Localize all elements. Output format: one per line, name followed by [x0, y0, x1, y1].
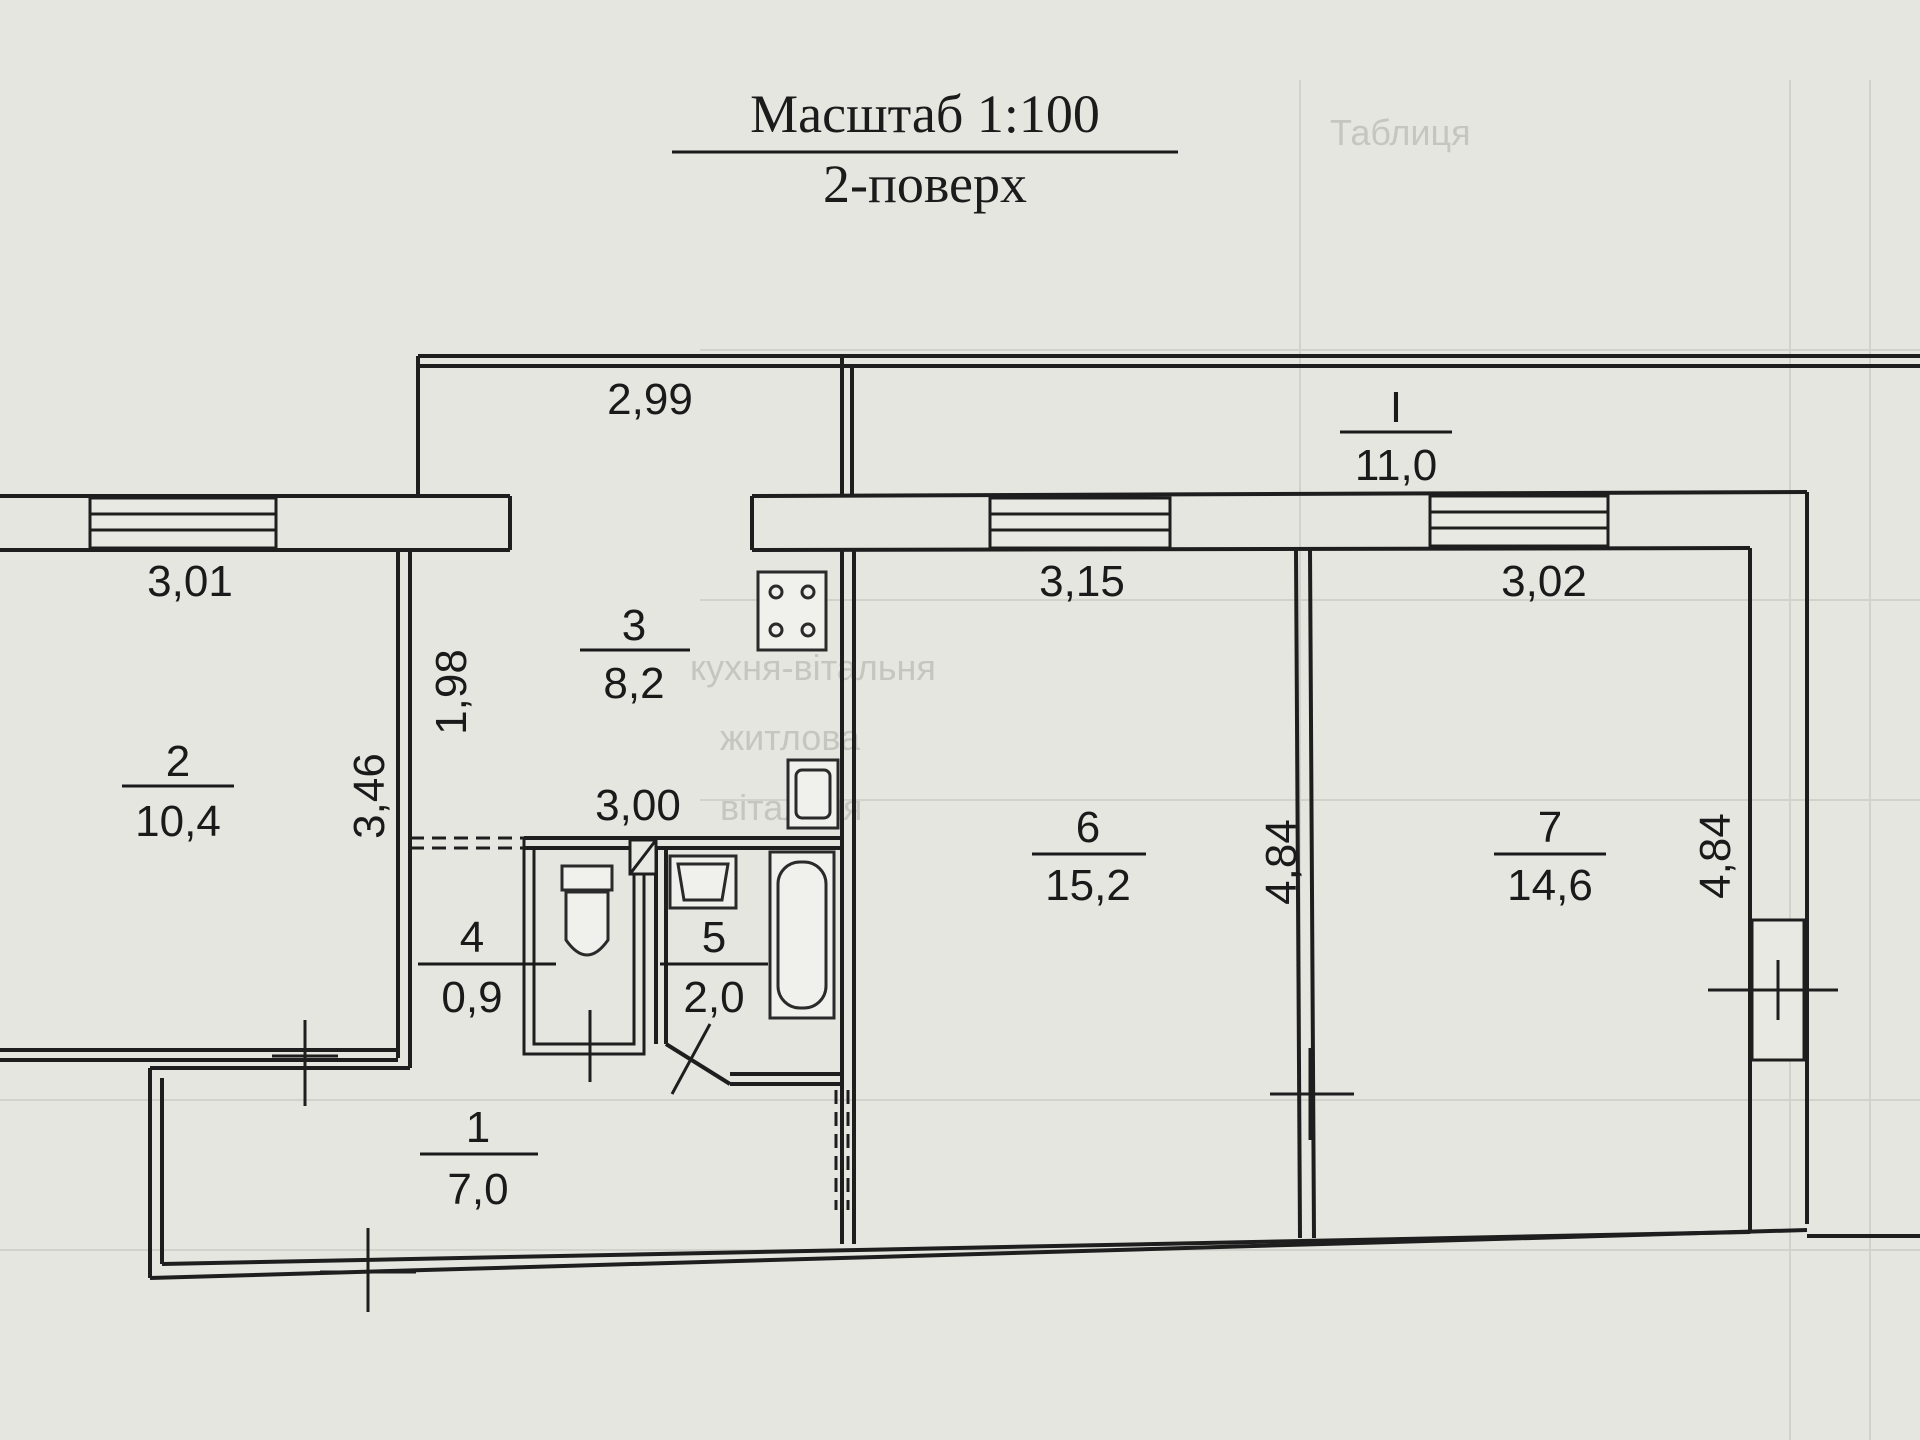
room-area: 15,2 — [1045, 861, 1131, 910]
background-row-1: кухня-вітальня — [690, 647, 936, 688]
background-sheet-text: Таблиця кухня-вітальня житлова вітальня — [690, 112, 1471, 828]
room-area: 10,4 — [135, 797, 221, 846]
scale-title: Масштаб 1:100 — [750, 84, 1100, 144]
room-label-1: 1 7,0 — [420, 1103, 538, 1214]
dim-room6-width: 3,15 — [1039, 557, 1125, 606]
room-number: I — [1390, 383, 1402, 432]
room-label-7: 7 14,6 — [1494, 803, 1606, 910]
dim-room2-width: 3,01 — [147, 557, 233, 606]
dim-balcony-width: 2,99 — [607, 375, 693, 424]
room-area: 11,0 — [1355, 441, 1437, 490]
dim-kitchen-depth: 1,98 — [427, 649, 476, 735]
room-label-2: 2 10,4 — [122, 737, 234, 846]
room-area: 14,6 — [1507, 861, 1593, 910]
room-label-4: 4 0,9 — [418, 913, 556, 1022]
room-number: 6 — [1076, 803, 1100, 852]
bathroom-sink-icon — [668, 854, 738, 910]
vent-shaft-icon — [628, 838, 658, 876]
room-label-5: 5 2,0 — [660, 913, 768, 1022]
room-area: 8,2 — [603, 659, 664, 708]
room-number: 7 — [1538, 803, 1562, 852]
toilet-icon — [560, 864, 614, 957]
room-number: 1 — [466, 1103, 490, 1152]
bathtub-icon — [768, 850, 836, 1020]
room-number: 2 — [166, 737, 190, 786]
dim-room6-depth: 4,84 — [1257, 819, 1306, 905]
floor-subtitle: 2-поверх — [823, 154, 1027, 214]
dim-room2-depth: 3,46 — [345, 753, 394, 839]
room-number: 3 — [622, 601, 646, 650]
room-number: 5 — [702, 913, 726, 962]
kitchen-sink-icon — [786, 758, 840, 830]
background-row-2: житлова — [720, 717, 861, 758]
background-header-label: Таблиця — [1330, 112, 1471, 153]
room-label-I: I 11,0 — [1340, 383, 1452, 490]
walls — [0, 354, 1920, 1280]
stove-icon — [756, 570, 828, 652]
room-area: 7,0 — [447, 1165, 508, 1214]
dim-room7-depth: 4,84 — [1691, 813, 1740, 899]
room-area: 0,9 — [441, 973, 502, 1022]
dim-room7-width: 3,02 — [1501, 557, 1587, 606]
room-label-6: 6 15,2 — [1032, 803, 1146, 910]
dim-kitchen-width: 3,00 — [595, 781, 681, 830]
room-label-3: 3 8,2 — [580, 601, 690, 708]
door-marks — [272, 960, 1838, 1312]
room-area: 2,0 — [683, 973, 744, 1022]
room-number: 4 — [460, 913, 484, 962]
